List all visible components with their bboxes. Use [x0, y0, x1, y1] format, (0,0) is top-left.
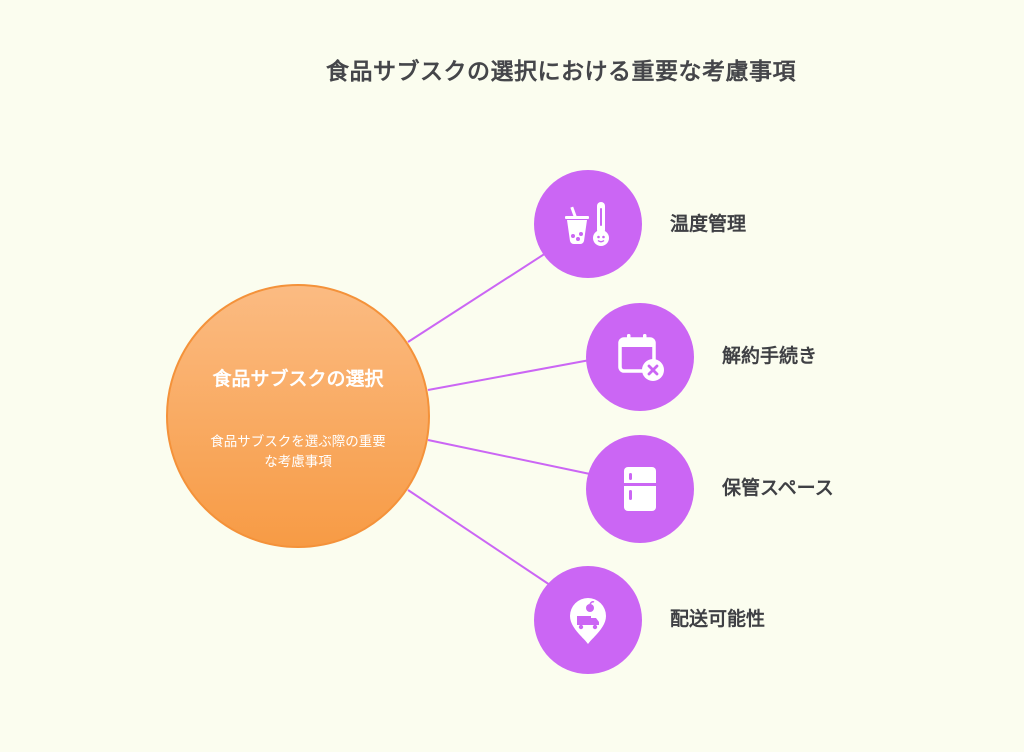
connector-line-1	[407, 252, 547, 343]
refrigerator-icon	[624, 467, 656, 511]
label-cancellation: 解約手続き	[722, 345, 818, 367]
node-storage	[586, 435, 694, 543]
page-title: 食品サブスクの選択における重要な考慮事項	[326, 59, 796, 85]
bubble-tea-thermometer-icon	[565, 202, 609, 246]
node-temperature	[534, 170, 642, 278]
label-storage: 保管スペース	[722, 477, 834, 499]
node-delivery	[534, 566, 642, 674]
connector-line-4	[407, 489, 551, 586]
connector-line-2	[427, 359, 591, 391]
label-temperature: 温度管理	[670, 213, 747, 235]
calendar-cancel-icon	[618, 334, 664, 381]
hub-title: 食品サブスクの選択	[212, 368, 384, 390]
hub-subtitle: 食品サブスクを選ぶ際の重要な考慮事項	[210, 434, 386, 470]
node-cancellation	[586, 303, 694, 411]
delivery-location-pin-icon	[570, 598, 606, 644]
connector-line-3	[427, 439, 591, 475]
label-delivery: 配送可能性	[670, 608, 766, 630]
central-hub: 食品サブスクの選択 食品サブスクを選ぶ際の重要な考慮事項	[166, 284, 430, 548]
